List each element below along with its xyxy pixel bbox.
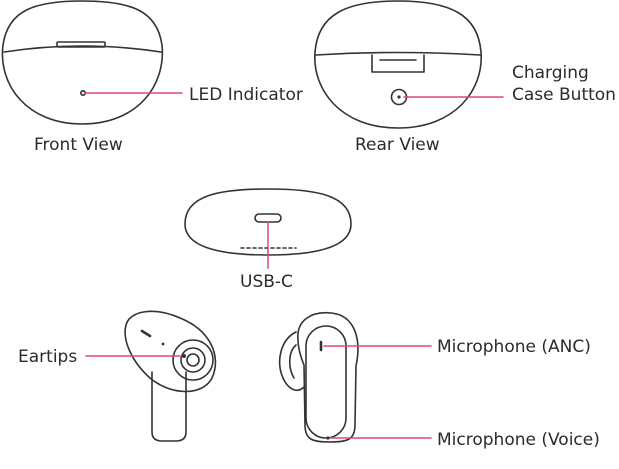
charging-button-label-line2: Case Button — [512, 85, 616, 105]
rear-case-outline — [314, 0, 482, 129]
microphone-voice-label: Microphone (Voice) — [437, 430, 600, 450]
rear-view-caption: Rear View — [355, 135, 440, 155]
rear-case-hinge — [371, 54, 425, 73]
front-view-case — [1, 0, 183, 125]
usb-c-label: USB-C — [240, 272, 293, 292]
right-earbud-tip-inner — [288, 344, 297, 379]
left-earbud-stem — [151, 371, 187, 442]
eartip-core-icon — [186, 353, 200, 367]
voice-mic-dot-icon — [326, 436, 330, 440]
eartips-label: Eartips — [18, 347, 78, 367]
front-view-caption: Front View — [34, 135, 123, 155]
right-earbud — [279, 311, 432, 443]
rear-case-seam — [315, 51, 481, 56]
front-case-seam — [3, 45, 162, 53]
left-earbud-sensor-dot — [161, 342, 165, 346]
left-earbud-mic-slot — [140, 329, 152, 338]
right-earbud-tip — [279, 331, 305, 392]
eartips-callout-dot — [182, 354, 186, 358]
front-case-latch — [56, 41, 106, 48]
bottom-case-outline — [184, 188, 352, 256]
left-earbud — [85, 310, 217, 442]
eartip-outer-icon — [172, 339, 214, 381]
rear-view-case — [314, 0, 504, 129]
eartip-inner-icon — [180, 347, 206, 373]
right-earbud-stem-panel — [305, 325, 347, 439]
led-indicator-label: LED Indicator — [189, 85, 303, 105]
charging-button-label-line1: Charging — [512, 63, 589, 83]
usb-c-port-icon — [254, 213, 282, 223]
front-case-outline — [1, 0, 164, 125]
microphone-anc-label: Microphone (ANC) — [437, 337, 591, 357]
left-earbud-body — [124, 310, 217, 393]
bottom-view-case — [184, 188, 352, 269]
charging-case-button-center — [397, 95, 401, 99]
